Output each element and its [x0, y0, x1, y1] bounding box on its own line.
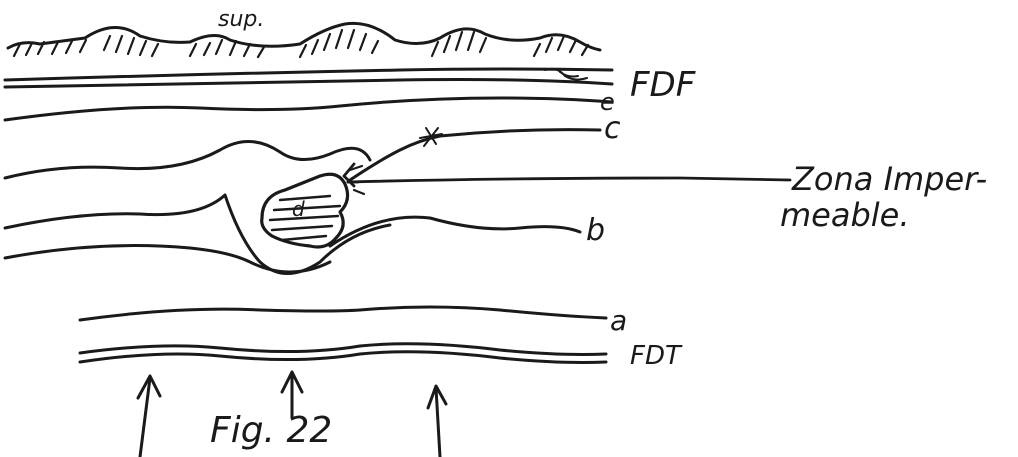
zone-pointer-line [348, 178, 790, 182]
fdt-label: FDT [630, 341, 683, 371]
upward-arrow-left [138, 376, 160, 457]
surface-label: sup. [218, 7, 264, 32]
inclusion-d-label: d [292, 197, 305, 221]
upward-arrow-right [428, 386, 446, 457]
layer-a-label: a [610, 304, 627, 337]
layer-e-line [5, 98, 612, 120]
zone-label-line1: Zona Imper- [791, 160, 987, 198]
fdf-lower-line [5, 80, 612, 88]
zone-label-line2: meable. [780, 196, 910, 234]
inclusion-d-hatching [270, 196, 340, 240]
figure-caption: Fig. 22 [210, 410, 332, 451]
layer-c-label: c [604, 111, 621, 146]
fdf-upper-line [5, 69, 612, 80]
surface-relief-line [8, 23, 600, 50]
layer-a-line [80, 307, 606, 320]
layer-c-right-line [350, 130, 600, 180]
layer-b-outer-fold-line [5, 246, 330, 272]
layer-b-label: b [586, 213, 605, 248]
layer-c-left-line [5, 141, 370, 178]
fdf-label: FDF [630, 65, 696, 105]
